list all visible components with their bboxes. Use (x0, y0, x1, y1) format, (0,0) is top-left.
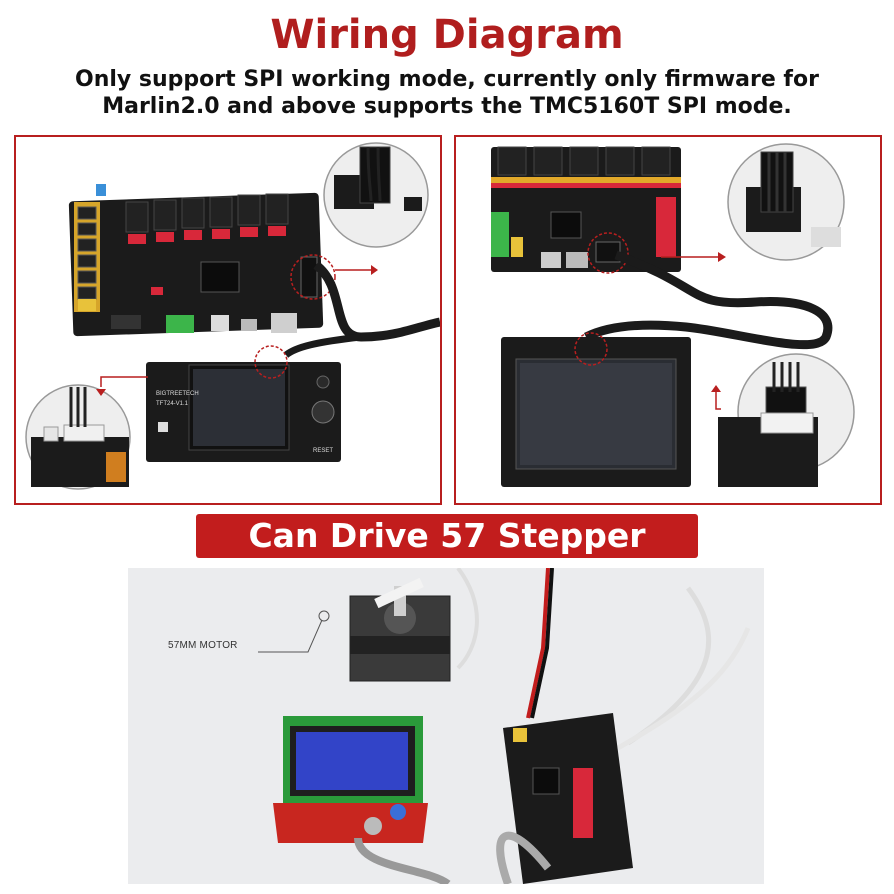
lcd-board-illustration-right (501, 337, 691, 487)
right-wiring-panel (454, 135, 882, 505)
lcd-module-illustration (273, 716, 428, 843)
motor-label: 57MM MOTOR (168, 640, 238, 651)
page-title: Wiring Diagram (270, 12, 624, 58)
left-wiring-illustration: BIGTREETECH TFT24-V1.1 RESET (25, 142, 440, 490)
stepper-motor-illustration (349, 577, 451, 682)
lcd-reset-text: RESET (313, 448, 333, 454)
subtitle-line-1: Only support SPI working mode, currently… (75, 67, 819, 92)
subtitle-line-2: Marlin2.0 and above supports the TMC5160… (102, 94, 792, 119)
stepper-motor-photo (128, 568, 764, 884)
mainboard-illustration (68, 184, 324, 337)
connector-zoom-top (323, 142, 429, 248)
lcd-logo-text: BIGTREETECH (156, 391, 199, 397)
stepper-motor-banner: Can Drive 57 Stepper Motor (196, 514, 698, 599)
connector-zoom-bottom (25, 384, 131, 490)
lcd-board-illustration: BIGTREETECH TFT24-V1.1 RESET (146, 362, 341, 462)
lcd-model-text: TFT24-V1.1 (156, 401, 189, 407)
mainboard-illustration-right (491, 146, 681, 272)
right-wiring-illustration (491, 143, 855, 487)
controller-board-illustration (503, 713, 633, 884)
stepper-photo-illustration (128, 568, 764, 884)
connector-zoom-top-right (727, 143, 845, 261)
left-wiring-panel: BIGTREETECH TFT24-V1.1 RESET (14, 135, 442, 505)
connector-zoom-bottom-right (718, 353, 855, 487)
